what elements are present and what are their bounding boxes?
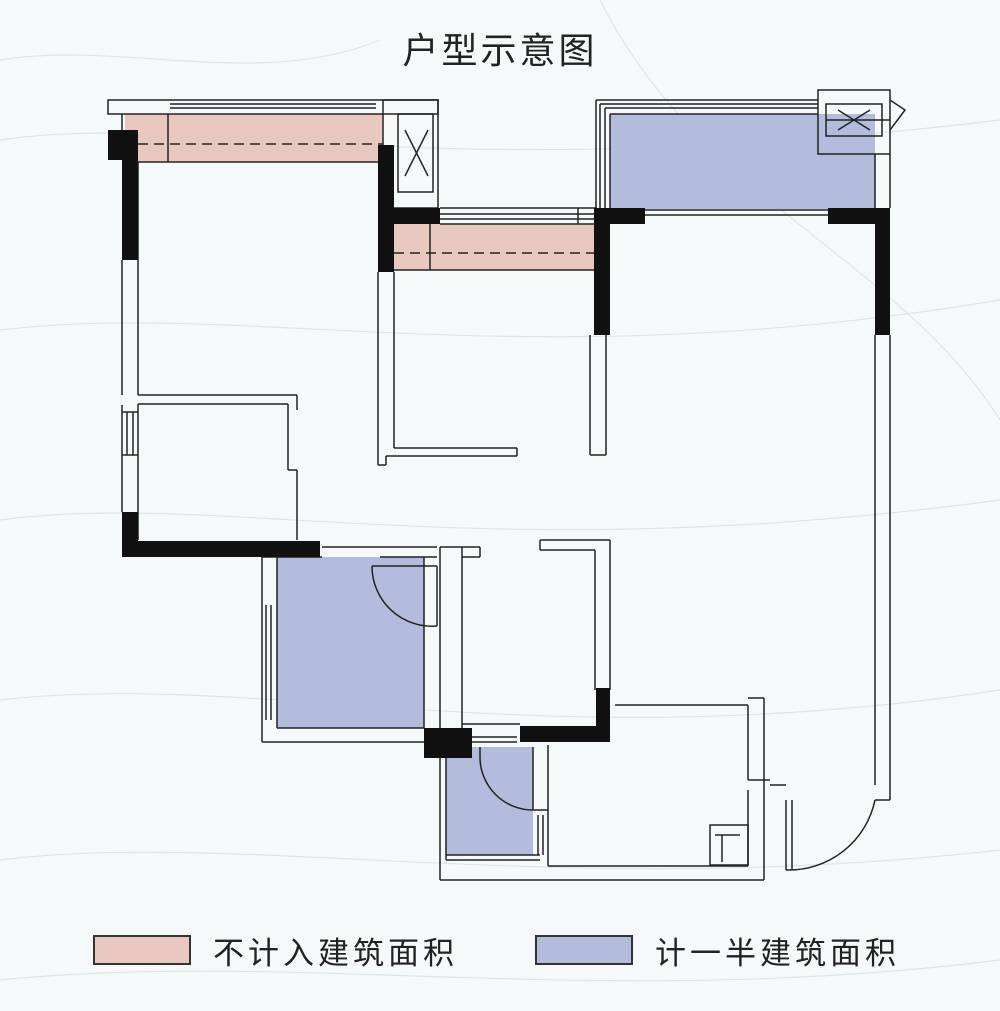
legend-item-excluded-area: 不计入建筑面积 — [93, 930, 458, 972]
structural-walls — [108, 130, 890, 758]
half-zone-top-right-balcony — [610, 114, 875, 209]
legend-label-half: 计一半建筑面积 — [655, 935, 900, 972]
legend-item-half-area: 计一半建筑面积 — [535, 930, 900, 972]
half-zone-small-bathroom — [446, 747, 533, 855]
excluded-zone-middle-balcony — [394, 224, 597, 270]
diagram-title: 户型示意图 — [402, 31, 598, 72]
background-contours — [0, 0, 1000, 982]
legend-label-excluded: 不计入建筑面积 — [213, 935, 458, 972]
half-area-zones — [277, 114, 875, 855]
excluded-zone-top-left-balcony — [125, 114, 383, 162]
legend-swatch-excluded — [93, 935, 191, 965]
balcony-dashed-lines — [138, 143, 597, 254]
legend-swatch-half — [535, 935, 633, 965]
excluded-area-zones — [125, 114, 597, 270]
outline-walls — [107, 89, 907, 881]
half-zone-bathroom — [277, 557, 424, 728]
